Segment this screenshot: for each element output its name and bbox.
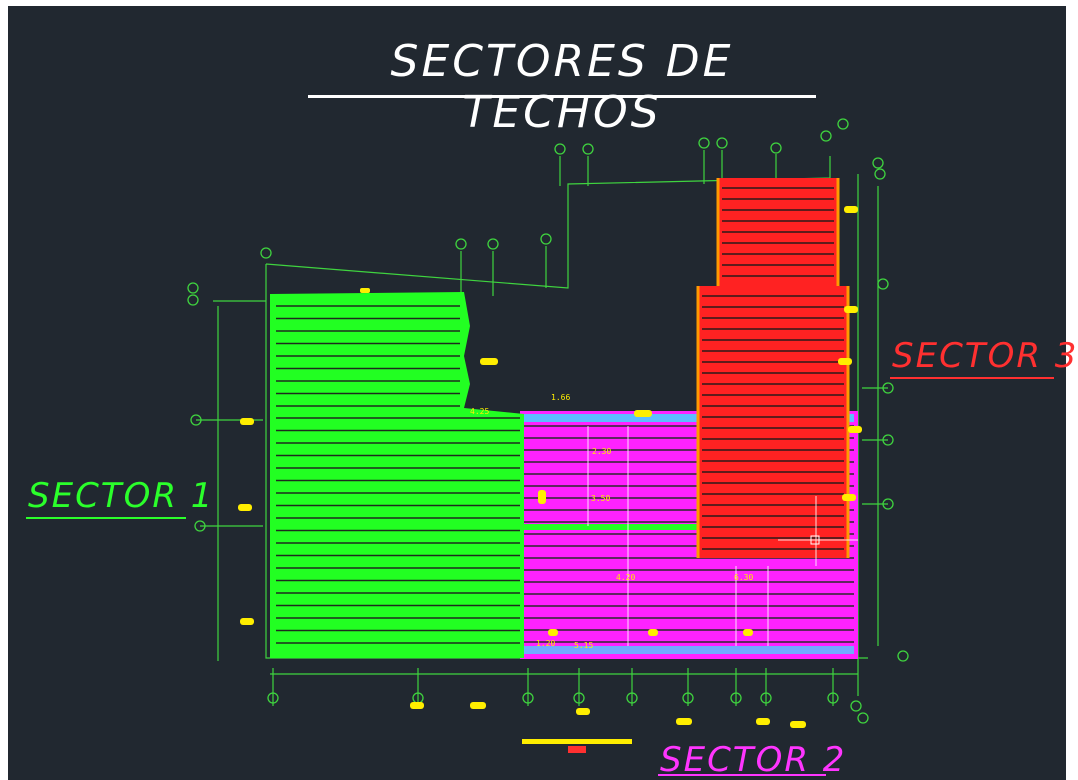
sector-1-label: SECTOR 1 [28, 476, 215, 516]
dim-text-1: 4.25 [470, 407, 489, 416]
dimension-texts: 4.25 1.66 2.30 3.50 4.20 6.30 1.20 5.15 [470, 393, 753, 650]
sector-2-underline [658, 774, 826, 776]
sector-3-underline [890, 377, 1054, 379]
dimension-tags [238, 206, 862, 744]
cursor-crosshair [810, 535, 820, 545]
dim-text-4: 3.50 [591, 494, 610, 503]
cad-canvas[interactable]: SECTORES DE TECHOS [8, 6, 1076, 780]
axis-bubbles [187, 118, 909, 724]
structural-detail-lines [587, 426, 858, 646]
dim-text-3: 2.30 [592, 447, 611, 456]
dim-text-8: 5.15 [574, 641, 593, 650]
dim-text-5: 4.20 [616, 573, 635, 582]
roof-plan-drawing: 4.25 1.66 2.30 3.50 4.20 6.30 1.20 5.15 [187, 118, 909, 753]
dim-text-7: 1.20 [536, 639, 555, 648]
sector-3-label: SECTOR 3 [892, 336, 1078, 376]
dim-text-2: 1.66 [551, 393, 570, 402]
sector-2-label: SECTOR 2 [660, 740, 847, 780]
sector-1-area [270, 292, 524, 658]
sector-3-area [696, 178, 850, 558]
title-underline [308, 95, 816, 98]
plan-outline [196, 150, 888, 706]
sector-1-underline [26, 517, 186, 519]
dim-text-6: 6.30 [734, 573, 753, 582]
